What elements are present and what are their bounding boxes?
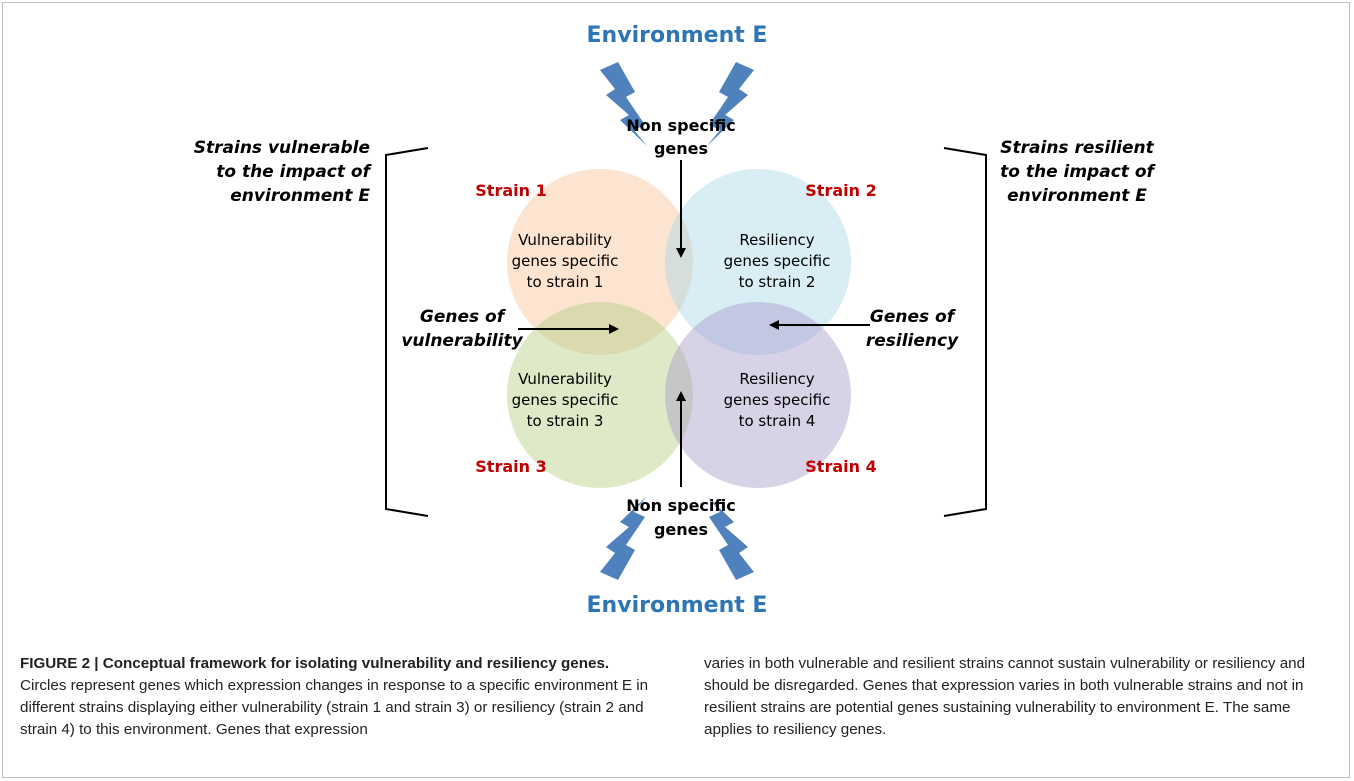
strain-1-label: Strain 1: [475, 181, 546, 200]
strain-2-text-line: genes specific: [724, 252, 831, 270]
strain-2-circle: [665, 169, 851, 355]
strain-3-circle: [507, 302, 693, 488]
genes-of-resiliency-line: Genes of: [870, 307, 957, 327]
strain-2-label: Strain 2: [805, 181, 876, 200]
lightning-bolt-icon: [600, 496, 647, 580]
strain-4-text-line: Resiliency: [739, 370, 814, 388]
genes-of-vulnerability-line: vulnerability: [401, 331, 523, 351]
strain-4-circle: [665, 302, 851, 488]
strain-3-label: Strain 3: [475, 457, 546, 476]
non-specific-genes-bottom-line: genes: [654, 520, 708, 539]
right-bracket-label-line: Strains resilient: [1000, 138, 1154, 158]
strain-3-text-line: Vulnerability: [518, 370, 612, 388]
lightning-bolt-icon: [707, 62, 754, 146]
strain-1-text-line: Vulnerability: [518, 231, 612, 249]
left-bracket: [385, 147, 429, 517]
genes-of-vulnerability-line: Genes of: [420, 307, 507, 327]
right-bracket-label-line: to the impact of: [1000, 162, 1156, 182]
right-bracket: [943, 147, 987, 517]
strain-4-text-line: genes specific: [724, 391, 831, 409]
lightning-bolt-icon: [600, 62, 647, 146]
genes-of-resiliency-line: resiliency: [866, 331, 959, 351]
caption-right-body: varies in both vulnerable and resilient …: [704, 655, 1306, 738]
caption-left-column: FIGURE 2 | Conceptual framework for isol…: [20, 653, 656, 741]
strain-2-text-line: to strain 2: [739, 273, 816, 291]
environment-title-bottom: Environment E: [587, 593, 768, 618]
non-specific-genes-bottom-line: Non specific: [626, 496, 735, 515]
environment-title-top: Environment E: [587, 23, 768, 48]
strain-4-label: Strain 4: [805, 457, 876, 476]
right-bracket-label-line: environment E: [1007, 186, 1147, 206]
non-specific-genes-top-line: Non specific: [626, 116, 735, 135]
strain-1-text-line: genes specific: [512, 252, 619, 270]
strain-2-text-line: Resiliency: [739, 231, 814, 249]
left-bracket-label-line: Strains vulnerable: [194, 138, 370, 158]
strain-1-text-line: to strain 1: [527, 273, 604, 291]
left-bracket-label-line: to the impact of: [216, 162, 372, 182]
caption-right-column: varies in both vulnerable and resilient …: [704, 653, 1340, 741]
lightning-bolt-icon: [707, 496, 754, 580]
non-specific-genes-top-line: genes: [654, 139, 708, 158]
figure-caption: FIGURE 2 | Conceptual framework for isol…: [20, 653, 1340, 741]
caption-left-body: Circles represent genes which expression…: [20, 677, 649, 738]
strain-4-text-line: to strain 4: [739, 412, 816, 430]
caption-label: FIGURE 2 | Conceptual framework for isol…: [20, 655, 610, 672]
venn-diagram: Environment E Environment E Strain 1 Str…: [194, 23, 1157, 618]
strain-3-text-line: genes specific: [512, 391, 619, 409]
strain-3-text-line: to strain 3: [527, 412, 604, 430]
left-bracket-label-line: environment E: [230, 186, 370, 206]
strain-1-circle: [507, 169, 693, 355]
